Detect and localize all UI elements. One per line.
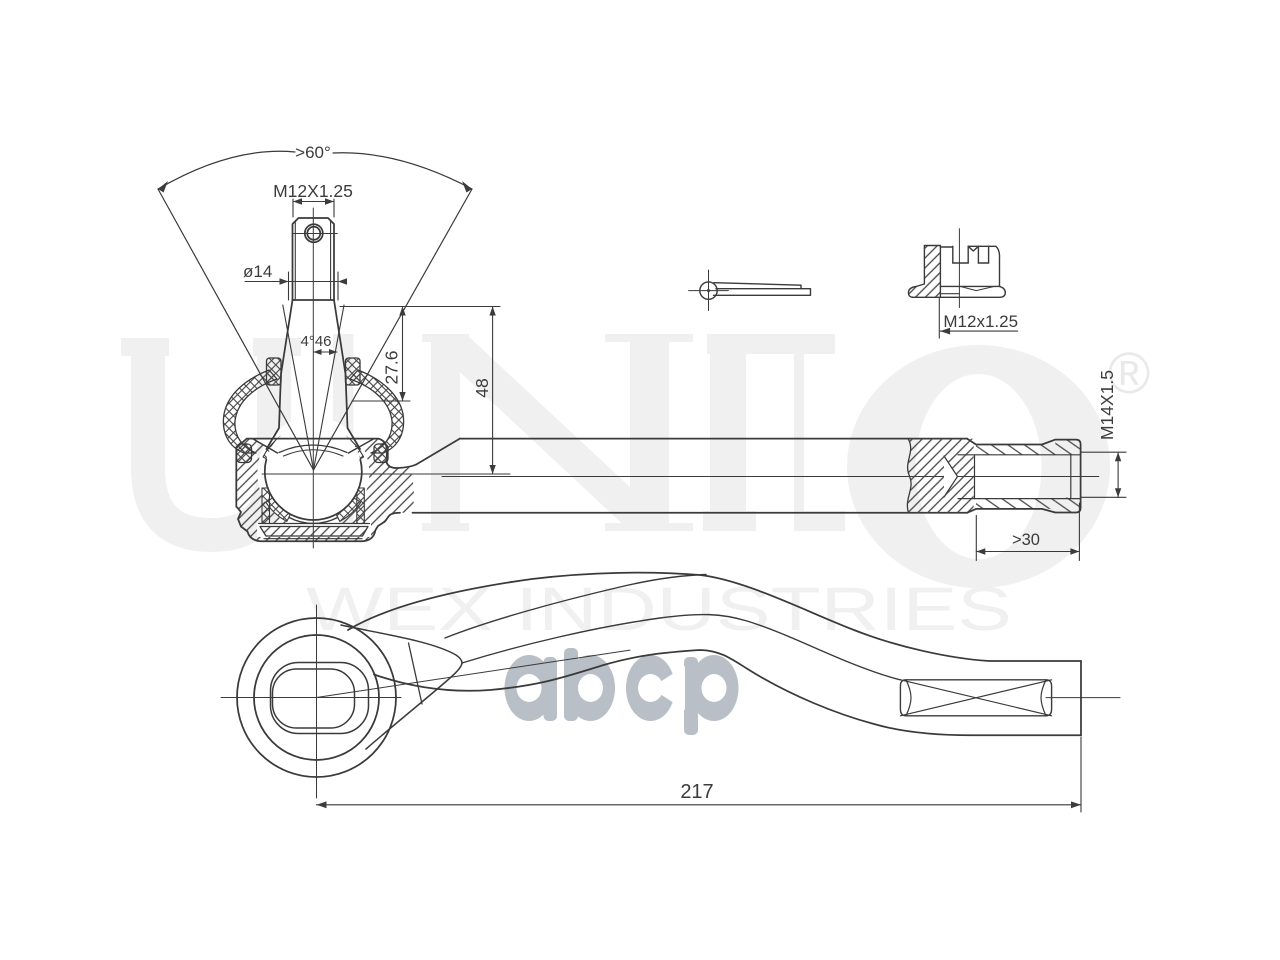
svg-text:27.6: 27.6: [382, 350, 402, 384]
svg-text:217: 217: [680, 781, 713, 803]
svg-text:>60°: >60°: [295, 143, 331, 162]
svg-text:WEX INDUSTRIES: WEX INDUSTRIES: [306, 575, 1012, 643]
svg-text:48: 48: [472, 378, 492, 397]
svg-text:M12X1.25: M12X1.25: [273, 181, 353, 201]
svg-text:>30: >30: [1012, 531, 1040, 549]
svg-text:4°46: 4°46: [300, 333, 331, 350]
svg-text:®: ®: [1108, 341, 1151, 406]
svg-text:M14X1.5: M14X1.5: [1097, 370, 1117, 440]
svg-text:ø14: ø14: [243, 262, 272, 281]
svg-text:M12x1.25: M12x1.25: [943, 312, 1018, 331]
